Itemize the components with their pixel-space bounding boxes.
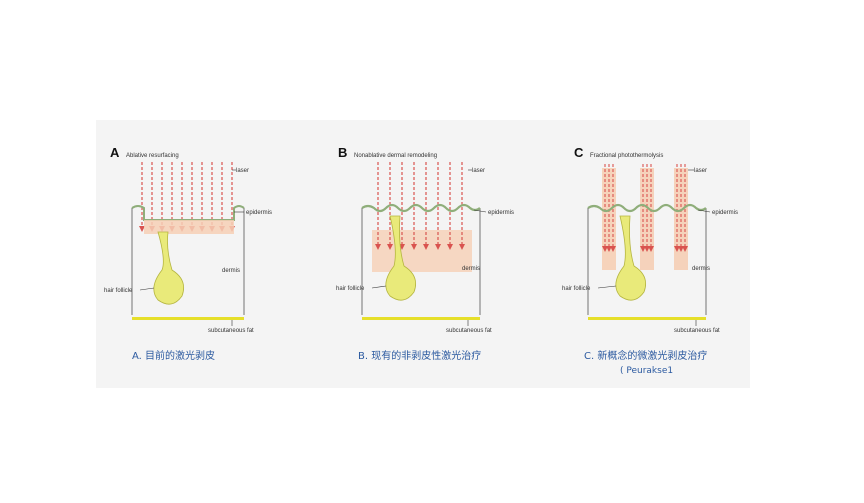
microthermal-columns: [602, 168, 688, 270]
panel-c: C Fractional photothermolysis laser: [544, 120, 762, 388]
panel-caption: B. 现有的非剥皮性激光治疗: [358, 351, 482, 362]
hair-follicle-label: hair follicle: [336, 286, 365, 292]
hair-follicle: [153, 231, 185, 305]
dermis-label: dermis: [222, 268, 240, 274]
panel-title: Nonablative dermal remodeling: [354, 153, 437, 159]
panel-a-diagram: A Ablative resurfacing laser: [104, 145, 272, 334]
panel-letter: A: [110, 145, 120, 160]
laser-arrows: [377, 162, 463, 246]
subcutaneous-fat-layer: [132, 317, 244, 320]
panel-subcaption: ( Peurakse1: [620, 366, 674, 376]
panel-letter: B: [338, 145, 347, 160]
figure-panel-strip: A Ablative resurfacing laser: [96, 120, 750, 388]
subcutaneous-fat-label: subcutaneous fat: [674, 328, 720, 334]
epidermis-layer: [361, 203, 481, 213]
panel-a: A Ablative resurfacing laser: [96, 120, 314, 388]
panel-caption: A. 目前的激光剥皮: [132, 351, 216, 362]
epidermis-layer: [131, 205, 245, 221]
hair-follicle: [385, 215, 417, 301]
laser-label: laser: [694, 168, 707, 174]
subcutaneous-fat-layer: [362, 317, 480, 320]
panel-b-diagram: B Nonablative dermal remodeling laser ep…: [336, 145, 514, 334]
dermis-label: dermis: [692, 266, 710, 272]
panel-c-diagram: C Fractional photothermolysis laser: [562, 145, 738, 334]
laser-label: laser: [236, 168, 249, 174]
panel-title: Ablative resurfacing: [126, 153, 179, 159]
hair-follicle: [615, 215, 647, 301]
panel-letter: C: [574, 145, 584, 160]
laser-arrowheads: [602, 246, 688, 252]
epidermis-layer: [587, 203, 707, 213]
hair-follicle-label: hair follicle: [104, 288, 133, 294]
subcutaneous-fat-label: subcutaneous fat: [208, 328, 254, 334]
epidermis-label: epidermis: [488, 210, 514, 216]
panel-caption: C. 新概念的微激光剥皮治疗: [584, 351, 708, 362]
ablated-zone: [144, 220, 234, 234]
laser-label: laser: [472, 168, 485, 174]
panel-title: Fractional photothermolysis: [590, 153, 663, 159]
panel-b: B Nonablative dermal remodeling laser ep…: [322, 120, 540, 388]
skin-outline: [361, 208, 481, 315]
skin-outline: [131, 208, 245, 315]
dermis-label: dermis: [462, 266, 480, 272]
subcutaneous-fat-layer: [588, 317, 706, 320]
skin-outline: [587, 208, 707, 315]
epidermis-label: epidermis: [246, 210, 272, 216]
epidermis-label: epidermis: [712, 210, 738, 216]
hair-follicle-label: hair follicle: [562, 286, 591, 292]
laser-arrows: [141, 162, 233, 228]
subcutaneous-fat-label: subcutaneous fat: [446, 328, 492, 334]
heated-dermal-zone: [372, 230, 472, 272]
